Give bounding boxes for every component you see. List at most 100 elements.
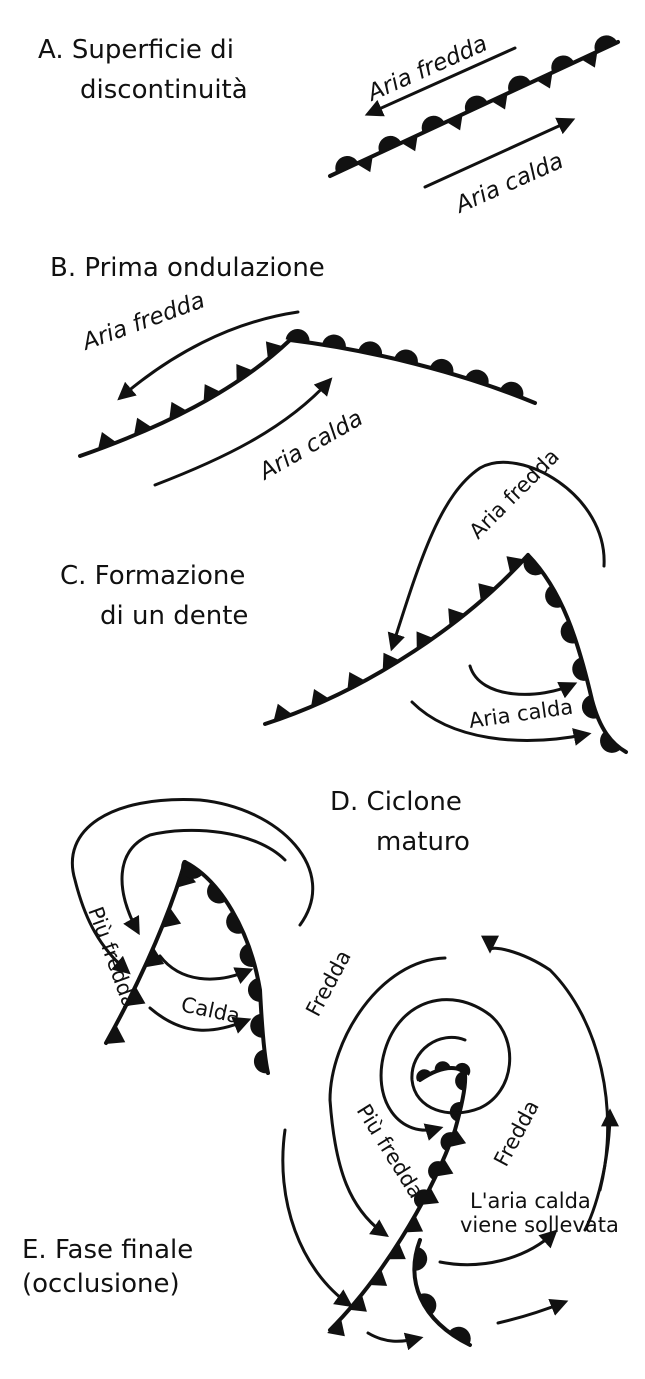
- warm-front-marker: [572, 657, 588, 681]
- cold-front-marker: [265, 341, 284, 360]
- colder-air-arrow-outer: [70, 798, 314, 975]
- warm-inflow-arrow-left: [366, 1331, 424, 1351]
- warm-front-marker: [413, 1189, 429, 1209]
- warm-air-arrow-outer: [410, 700, 592, 746]
- warm-front-line: [288, 338, 537, 405]
- cold-front-marker: [382, 652, 400, 671]
- cold-front-marker: [161, 907, 182, 928]
- colder-air-arrow: [328, 956, 447, 1238]
- warm-front-marker: [560, 620, 577, 644]
- cold-front-marker: [405, 1215, 424, 1233]
- panel-b: B. Prima ondulazione Aria fredda Aria ca…: [50, 253, 537, 487]
- cold-front-marker: [125, 986, 146, 1007]
- cold-front-marker: [416, 631, 434, 650]
- cold-front-marker: [347, 671, 366, 690]
- warm-front-line: [526, 553, 628, 754]
- lifted-air-label-line1: L'aria calda: [470, 1189, 591, 1213]
- cold-front-marker: [236, 364, 254, 383]
- warm-air-label: Aria calda: [450, 148, 567, 219]
- warm-front-marker: [428, 1161, 443, 1181]
- warm-front-marker: [285, 328, 310, 343]
- warm-front-marker: [429, 358, 454, 375]
- warm-front-marker: [440, 1132, 455, 1152]
- cold-front-marker: [311, 689, 330, 707]
- panel-c: C. Formazione di un dente Aria fredda Ar…: [60, 444, 628, 754]
- cold-front-marker: [144, 947, 165, 968]
- lifted-air-label-line2: viene sollevata: [460, 1213, 619, 1237]
- warm-front-marker: [378, 135, 402, 153]
- lifted-air-arrow: [438, 1229, 558, 1267]
- panel-b-title: B. Prima ondulazione: [50, 253, 325, 283]
- cold-front-marker: [448, 608, 466, 627]
- cold-front-marker: [348, 1294, 367, 1312]
- warm-air-label: Calda: [179, 992, 242, 1028]
- cold-front-marker: [369, 1268, 388, 1286]
- front-symbols: [335, 35, 618, 174]
- warm-front-marker: [250, 1013, 264, 1038]
- panel-d-title-line2: maturo: [376, 827, 470, 857]
- panel-c-title-line2: di un dente: [100, 601, 248, 631]
- cold-front-marker: [327, 1318, 345, 1337]
- cold-front-line: [104, 860, 187, 1045]
- cold-front-marker: [133, 417, 153, 436]
- panel-d-title-line1: D. Ciclone: [330, 787, 462, 817]
- warm-air-arrow-inner: [158, 954, 254, 984]
- warm-front-marker: [448, 1326, 471, 1346]
- warm-front-marker: [551, 55, 575, 73]
- cold-front-marker: [435, 1158, 454, 1177]
- front-symbols: [105, 860, 268, 1074]
- cold-front-marker: [446, 114, 463, 131]
- warm-air-arrow: [423, 117, 576, 189]
- colder-air-arrow-inner: [120, 828, 287, 936]
- warm-front-marker: [523, 554, 544, 576]
- warm-front-marker: [434, 1061, 451, 1072]
- warm-front-marker: [455, 1062, 471, 1076]
- warm-front-marker: [465, 369, 489, 386]
- cold-front-marker: [387, 1242, 406, 1260]
- warm-front-marker: [600, 732, 621, 753]
- cold-front-marker: [581, 51, 598, 68]
- panel-e-title-line1: E. Fase finale: [22, 1235, 193, 1265]
- cold-air-arrow: [117, 310, 300, 401]
- cold-air-label: Fredda: [489, 1096, 544, 1170]
- warm-front-marker: [253, 1049, 268, 1074]
- panel-d: D. Ciclone maturo Più fredda Calda Fredd…: [70, 787, 470, 1075]
- colder-air-label: Più fredda: [352, 1100, 429, 1203]
- cold-front-marker: [273, 703, 293, 722]
- warm-front-marker: [358, 341, 383, 356]
- warm-front-marker: [226, 911, 244, 934]
- cold-front-line: [263, 553, 530, 726]
- warm-front-marker: [508, 75, 531, 93]
- warm-air-arrow-inner: [468, 664, 578, 699]
- cold-air-arrow: [387, 461, 606, 652]
- cold-air-arrow: [364, 46, 517, 117]
- cold-front-marker: [176, 866, 197, 888]
- warm-front-marker: [413, 1246, 428, 1271]
- warm-air-arrow: [153, 377, 333, 487]
- front-symbols: [97, 328, 524, 450]
- cold-air-label: Aria fredda: [465, 444, 564, 543]
- outer-return-arrow: [481, 935, 610, 1192]
- warm-front-marker: [594, 35, 618, 53]
- cold-front-marker: [506, 556, 525, 574]
- front-symbols: [273, 554, 621, 753]
- warm-air-label: Aria calda: [253, 405, 367, 486]
- cold-air-label: Fredda: [301, 946, 356, 1020]
- cold-air-label: Aria fredda: [77, 287, 208, 356]
- cold-front-marker: [421, 1187, 439, 1205]
- cold-air-label: Aria fredda: [362, 31, 491, 108]
- warm-front-marker: [239, 943, 256, 967]
- panel-a-title-line1: A. Superficie di: [38, 35, 234, 65]
- warm-front-marker: [416, 1069, 432, 1082]
- cold-front-marker: [478, 583, 496, 602]
- warm-front-marker: [421, 115, 445, 133]
- cold-front-marker: [203, 384, 221, 403]
- warm-front-marker: [464, 95, 488, 113]
- cold-front-marker: [401, 135, 418, 152]
- warm-front-marker: [322, 334, 346, 349]
- cold-front-marker: [448, 1128, 467, 1148]
- front-symbols: [327, 1061, 471, 1346]
- warm-front-marker: [455, 1070, 466, 1091]
- warm-front-marker: [394, 349, 418, 365]
- warm-front-marker: [181, 860, 204, 879]
